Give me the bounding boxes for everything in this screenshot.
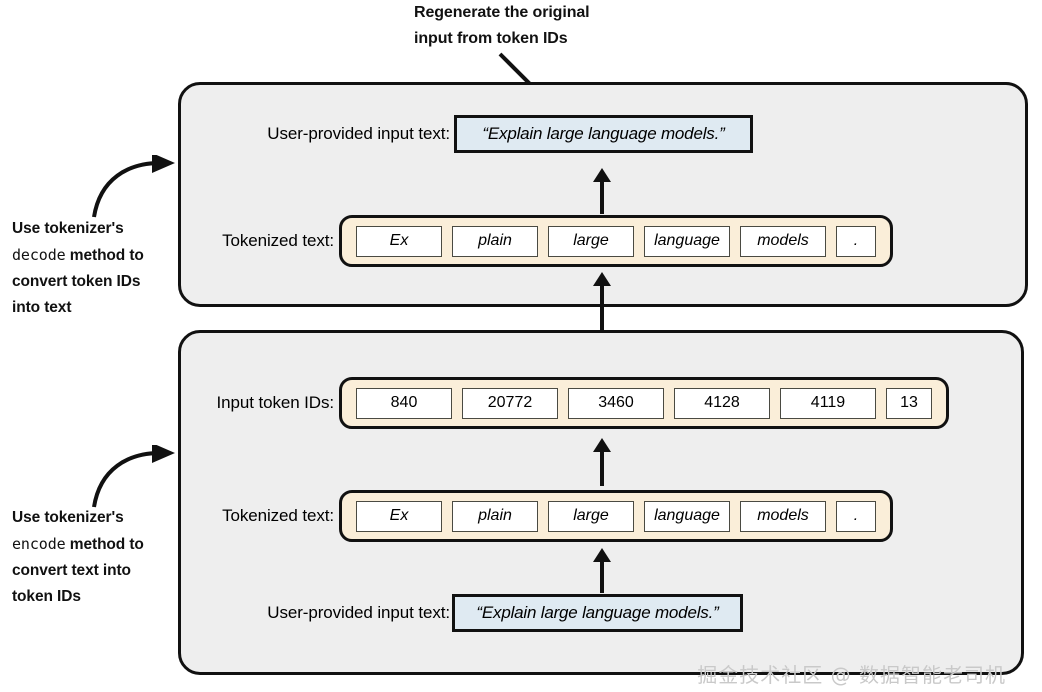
- encode-callout-line2: encode method to: [12, 531, 184, 558]
- token-cell: large: [548, 225, 634, 257]
- token-id-cell: 840: [356, 387, 452, 419]
- encode-token-ids-row: Input token IDs: 840 20772 3460 4128 411…: [208, 377, 949, 429]
- token-cell: language: [644, 225, 730, 257]
- arrow-shaft: [600, 447, 604, 486]
- arrow-head: [593, 168, 611, 182]
- encode-callout-line4: token IDs: [12, 588, 81, 605]
- token-cell: .: [836, 225, 876, 257]
- encode-tokenize-arrow: [592, 548, 612, 593]
- token-cell: Ex: [356, 500, 442, 532]
- decode-token-strip: Ex plain large language models .: [339, 215, 893, 267]
- token-cell: .: [836, 500, 876, 532]
- token-id-cell: 13: [886, 387, 932, 419]
- encode-callout: Use tokenizer's encode method to convert…: [12, 505, 184, 610]
- encode-callout-line2-rest: method to: [65, 536, 144, 553]
- encode-ids-arrow: [592, 438, 612, 486]
- watermark: 掘金技术社区 @ 数据智能老司机: [697, 663, 1006, 687]
- decode-input-text-box: “Explain large language models.”: [454, 115, 753, 153]
- encode-method-name: encode: [12, 535, 66, 553]
- encode-input-text-label: User-provided input text:: [267, 603, 450, 622]
- decode-input-text-label: User-provided input text:: [267, 124, 450, 143]
- encode-input-text-row: User-provided input text: “Explain large…: [250, 594, 743, 632]
- token-cell: models: [740, 225, 826, 257]
- encode-callout-line1: Use tokenizer's: [12, 509, 124, 526]
- encode-token-ids-strip: 840 20772 3460 4128 4119 13: [339, 377, 949, 429]
- regenerate-annotation-line2: input from token IDs: [414, 30, 568, 47]
- token-id-cell: 4128: [674, 387, 770, 419]
- arrow-head: [593, 548, 611, 562]
- decode-callout-line2: decode method to: [12, 242, 178, 269]
- decode-callout: Use tokenizer's decode method to convert…: [12, 216, 178, 321]
- decode-internal-arrow: [592, 168, 612, 214]
- decode-method-name: decode: [12, 246, 66, 264]
- decode-tokenized-text-row: Tokenized text: Ex plain large language …: [210, 215, 893, 267]
- decode-callout-arrow: [92, 155, 175, 218]
- encode-token-strip: Ex plain large language models .: [339, 490, 893, 542]
- decode-callout-line1: Use tokenizer's: [12, 220, 124, 237]
- decode-callout-line4: into text: [12, 299, 72, 316]
- token-cell: models: [740, 500, 826, 532]
- arrow-shaft: [600, 557, 604, 593]
- decode-input-text-row: User-provided input text: “Explain large…: [250, 115, 753, 153]
- encode-tokenized-text-label: Tokenized text:: [222, 506, 334, 525]
- panel-bridge-arrow: [592, 272, 612, 372]
- arrow-head: [593, 438, 611, 452]
- token-cell: language: [644, 500, 730, 532]
- encode-callout-line3: convert text into: [12, 562, 131, 579]
- token-id-cell: 3460: [568, 387, 664, 419]
- token-cell: plain: [452, 500, 538, 532]
- token-id-cell: 4119: [780, 387, 876, 419]
- regenerate-annotation: Regenerate the original input from token…: [414, 0, 714, 52]
- encode-input-text-box: “Explain large language models.”: [452, 594, 743, 632]
- encode-callout-arrow: [92, 445, 175, 508]
- decode-callout-line3: convert token IDs: [12, 273, 141, 290]
- arrow-shaft: [600, 177, 604, 214]
- encode-tokenized-text-row: Tokenized text: Ex plain large language …: [208, 490, 893, 542]
- token-cell: Ex: [356, 225, 442, 257]
- regenerate-annotation-line1: Regenerate the original: [414, 4, 590, 21]
- token-cell: large: [548, 500, 634, 532]
- encode-token-ids-label: Input token IDs:: [216, 393, 335, 412]
- token-cell: plain: [452, 225, 538, 257]
- arrow-shaft: [600, 281, 604, 372]
- arrow-head: [593, 272, 611, 286]
- token-id-cell: 20772: [462, 387, 558, 419]
- decode-callout-line2-rest: method to: [65, 247, 144, 264]
- decode-tokenized-text-label: Tokenized text:: [222, 231, 334, 250]
